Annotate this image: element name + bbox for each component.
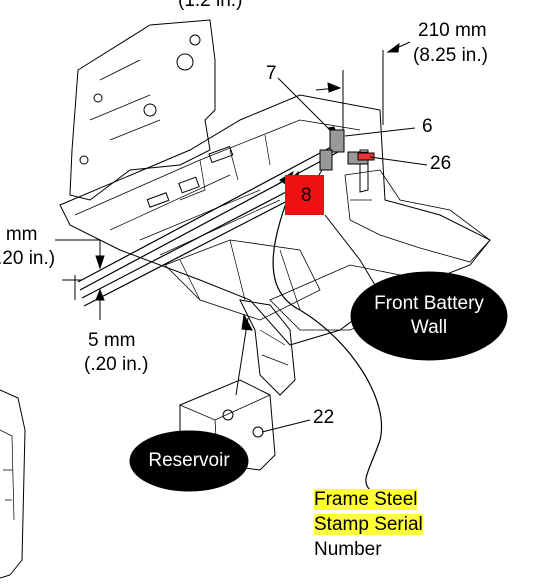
dim-210-mm: 210 mm bbox=[418, 20, 487, 41]
rail-lower bbox=[81, 189, 294, 307]
top-cut-label: (1.2 in.) bbox=[178, 0, 243, 11]
dim-5mm-mm: 5 mm bbox=[88, 330, 136, 351]
callout-26: 26 bbox=[430, 153, 452, 174]
front-battery-wall-ellipse bbox=[350, 271, 508, 361]
dim-210-in: (8.25 in.) bbox=[413, 45, 488, 66]
callout-6: 6 bbox=[422, 116, 433, 137]
reservoir-ellipse bbox=[129, 430, 249, 492]
dim-5mm-left-mm: 5 mm bbox=[0, 224, 38, 245]
frame-deck bbox=[59, 94, 491, 346]
dim-5mm-in: (.20 in.) bbox=[84, 354, 149, 375]
rail-upper bbox=[77, 144, 339, 291]
callout-22: 22 bbox=[313, 407, 335, 428]
frame-steel-stamp-line3: Number bbox=[314, 539, 382, 560]
front-battery-wall-label: Front Battery Wall bbox=[374, 293, 484, 338]
callout-7: 7 bbox=[266, 63, 277, 84]
frame-steel-stamp-line2: Stamp Serial bbox=[314, 514, 423, 535]
frame-steel-stamp-line1: Frame Steel bbox=[314, 489, 418, 510]
dim-5mm-left-in: .20 in.) bbox=[0, 248, 56, 269]
upper-frame-plate bbox=[69, 19, 216, 201]
callout-8: 8 bbox=[301, 185, 312, 206]
reservoir-label: Reservoir bbox=[148, 450, 230, 471]
callout-8-box: 8 bbox=[285, 175, 324, 215]
